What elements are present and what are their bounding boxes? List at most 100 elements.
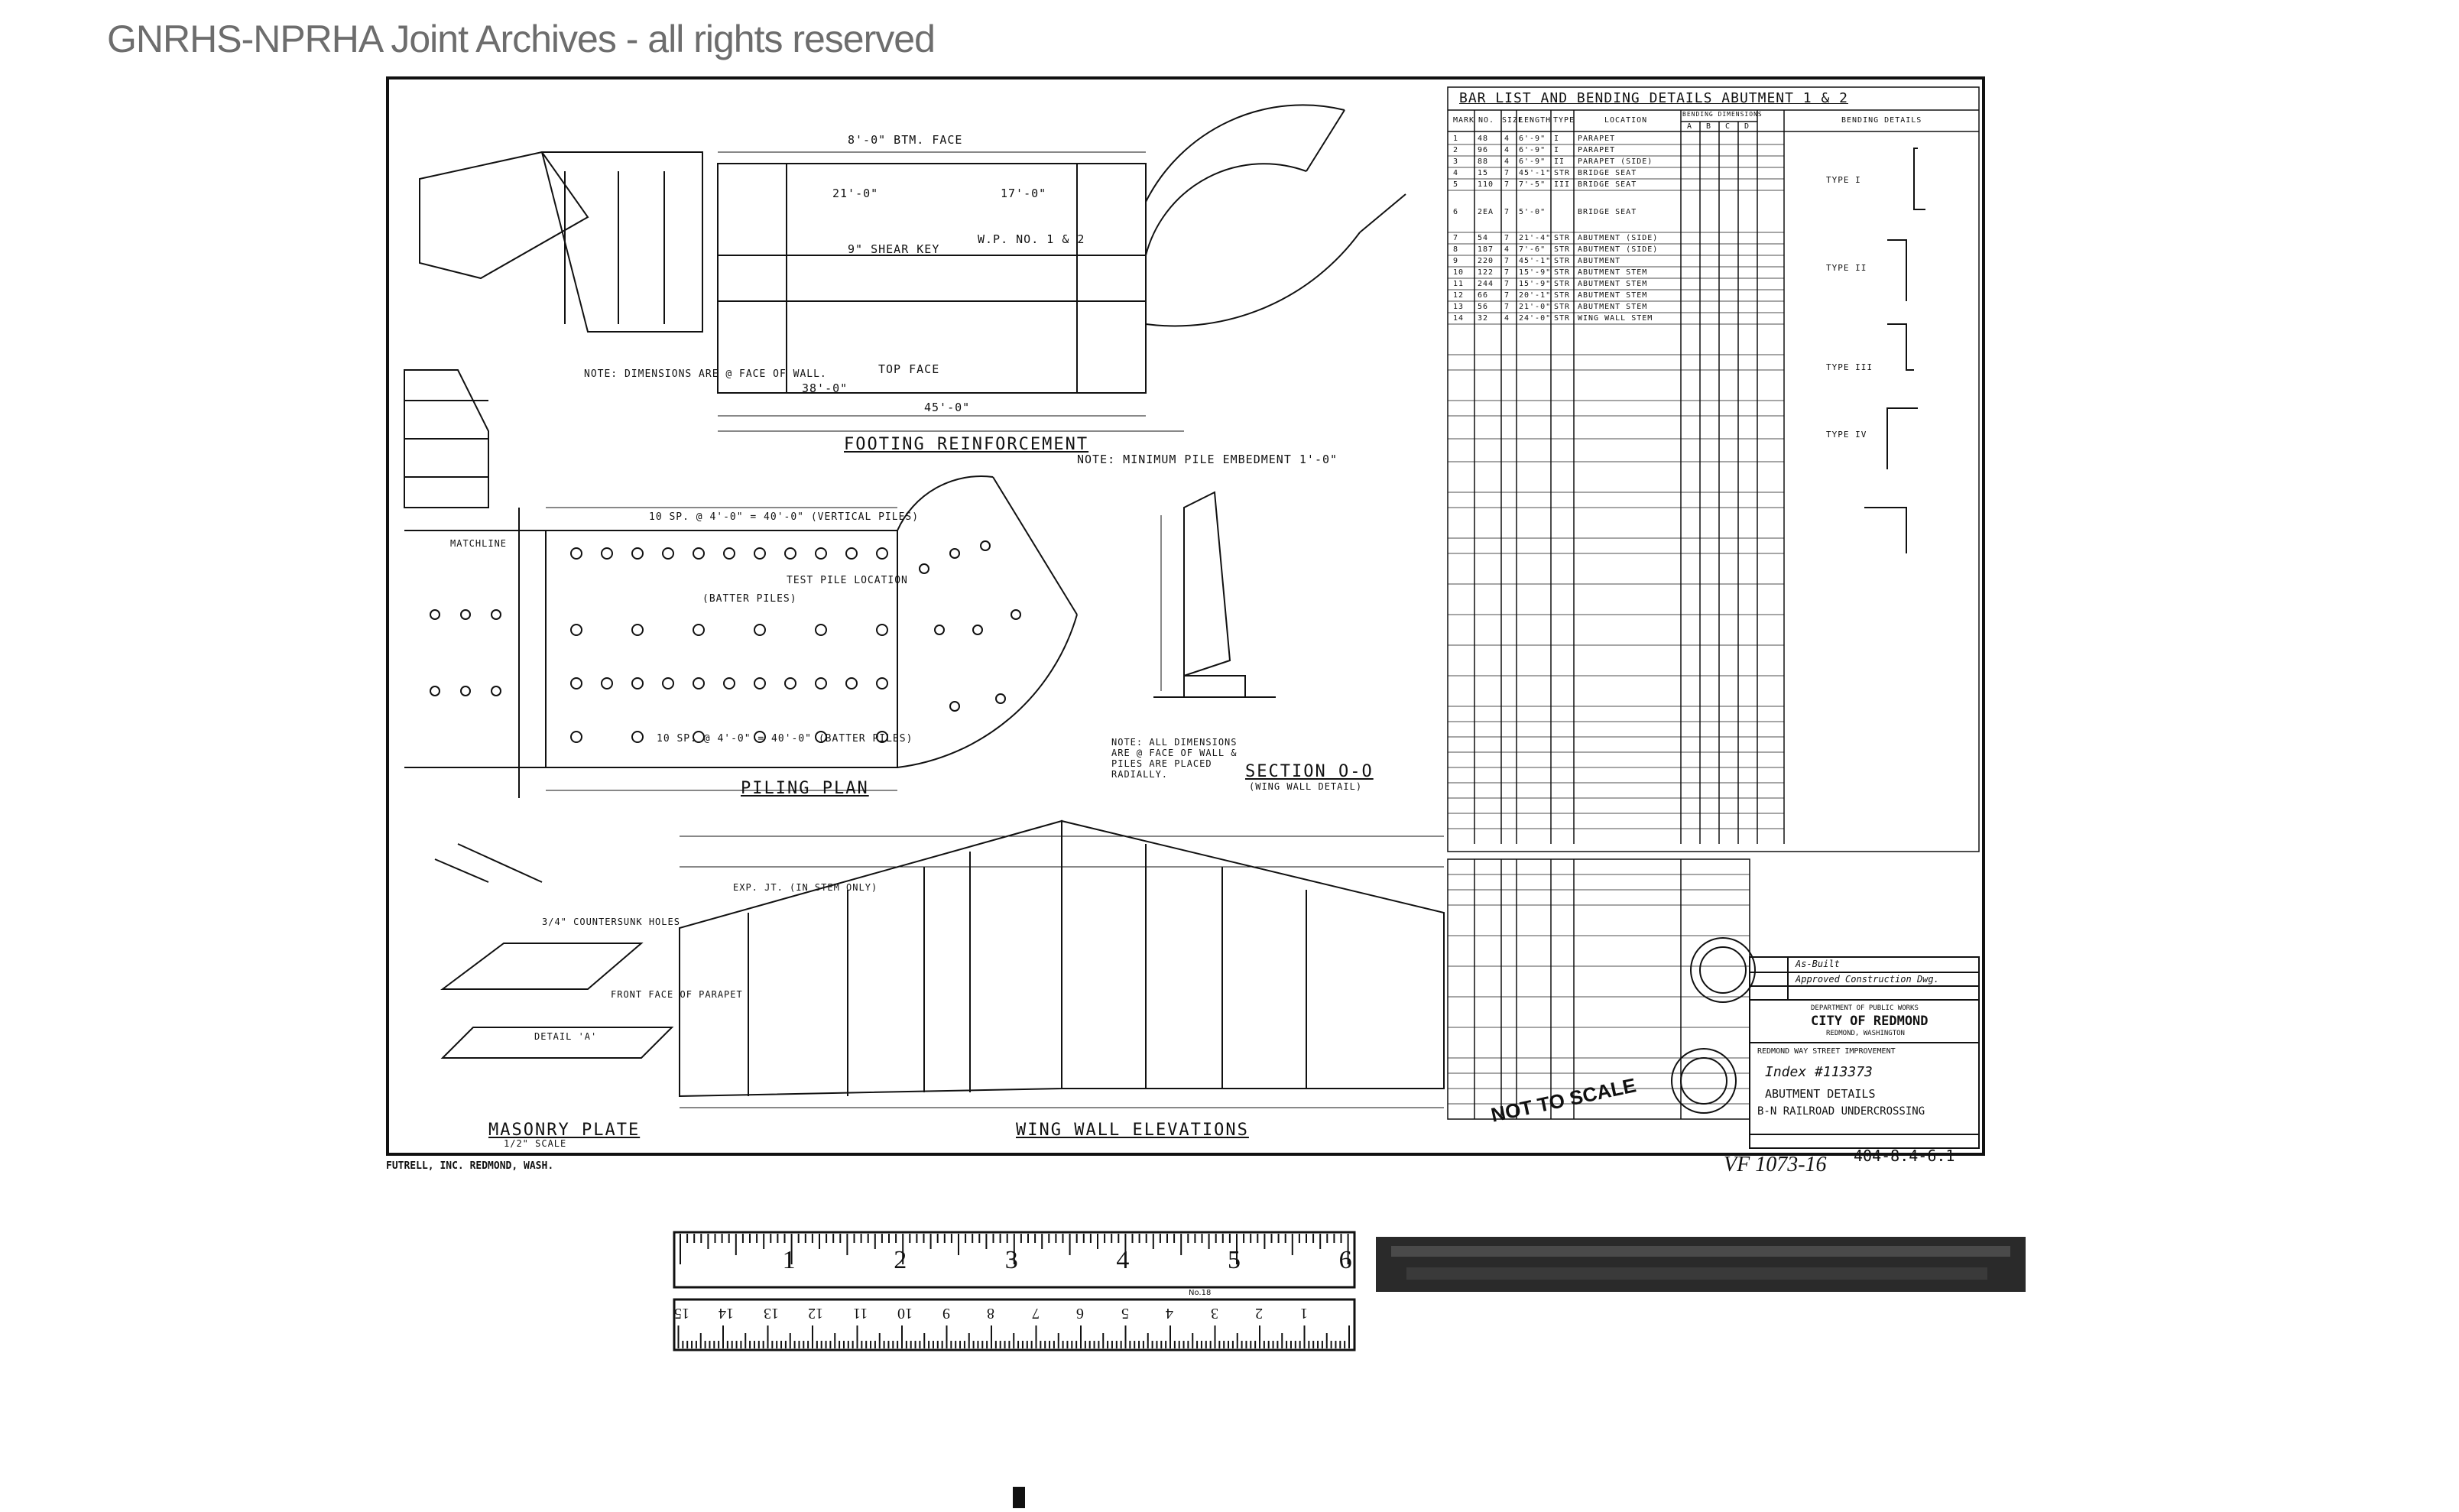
ruler-cm-label: 13: [763, 1305, 779, 1322]
bar-cell: 7: [1504, 257, 1510, 265]
bar-cell: 5: [1453, 180, 1459, 189]
bar-cell: 7: [1504, 180, 1510, 189]
ruler-cm-label: 2: [1255, 1305, 1263, 1322]
registration-mark: [1013, 1487, 1025, 1508]
dim-45: 45'-0": [924, 401, 971, 414]
bar-cell: 4: [1504, 146, 1510, 154]
bar-cell: 66: [1478, 291, 1489, 300]
bar-cell: 7: [1504, 303, 1510, 311]
ruler-cm-label: 4: [1166, 1305, 1173, 1322]
dim-38: 38'-0": [802, 381, 848, 395]
bar-cell: PARAPET: [1578, 135, 1616, 143]
bar-cell: PARAPET: [1578, 146, 1616, 154]
type-1-label: TYPE I: [1826, 175, 1861, 185]
bar-cell: ABUTMENT STEM: [1578, 280, 1648, 288]
type-4-label: TYPE IV: [1826, 430, 1867, 440]
wp-label: W.P. NO. 1 & 2: [978, 232, 1085, 246]
footing-title: FOOTING REINFORCEMENT: [844, 435, 1089, 454]
ruler-model: No.18: [1189, 1289, 1212, 1297]
ruler-inch-label: 6: [1338, 1246, 1352, 1274]
section-subtitle: (WING WALL DETAIL): [1249, 781, 1363, 792]
bar-cell: 6'-9": [1519, 135, 1546, 143]
masonry-title: MASONRY PLATE: [488, 1121, 641, 1140]
wing-title: WING WALL ELEVATIONS: [1016, 1121, 1249, 1140]
ruler-cm-label: 9: [942, 1305, 950, 1322]
bar-cell: WING WALL STEM: [1578, 314, 1653, 323]
bar-cell: 14: [1453, 314, 1465, 323]
bar-cell: 21'-0": [1519, 303, 1552, 311]
bar-cell: 110: [1478, 180, 1494, 189]
batter-piles-row: 10 SP. @ 4'-0" = 40'-0" (BATTER PILES): [657, 733, 913, 745]
redacted-text-strip: [1376, 1232, 2026, 1301]
footing-note: NOTE: MINIMUM PILE EMBEDMENT 1'-0": [1077, 453, 1338, 466]
dim-21: 21'-0": [832, 187, 879, 200]
dim-top-face: 8'-0" BTM. FACE: [848, 133, 963, 147]
bar-cell: 10: [1453, 268, 1465, 277]
bar-cell: STR: [1554, 234, 1571, 242]
ruler-cm-label: 12: [808, 1305, 823, 1322]
bar-cell: 7'-6": [1519, 245, 1546, 254]
engineer-seals: [1671, 937, 1756, 1114]
bar-cell: 4: [1504, 157, 1510, 166]
left-detail: [404, 369, 489, 508]
bar-cell: 6: [1453, 208, 1459, 216]
bar-cell: 45'-1": [1519, 257, 1552, 265]
ruler-cm-label: 8: [987, 1305, 994, 1322]
sheet-title: ABUTMENT DETAILS: [1765, 1087, 1876, 1101]
exp-jt-label: EXP. JT. (IN STEM ONLY): [733, 882, 878, 893]
bending-sketches: [1864, 148, 1925, 553]
ruler-cm-label: 15: [673, 1305, 689, 1322]
ruler-cm-label: 5: [1121, 1305, 1129, 1322]
bar-cell: 7: [1504, 268, 1510, 277]
bar-cell: 220: [1478, 257, 1494, 265]
bar-cell: STR: [1554, 303, 1571, 311]
bar-cell: ABUTMENT: [1578, 257, 1621, 265]
bar-cell: 32: [1478, 314, 1489, 323]
bar-cell: ABUTMENT STEM: [1578, 291, 1648, 300]
bar-cell: 7'-5": [1519, 180, 1546, 189]
bar-cell: 7: [1504, 208, 1510, 216]
piling-title: PILING PLAN: [741, 779, 869, 798]
detail-a-label: DETAIL 'A': [534, 1031, 598, 1042]
bar-cell: 21'-4": [1519, 234, 1552, 242]
project-label: REDMOND WAY STREET IMPROVEMENT: [1757, 1047, 1896, 1056]
bar-cell: 88: [1478, 157, 1489, 166]
bar-cell: 6'-9": [1519, 157, 1546, 166]
drawing-linework: [404, 86, 1980, 1149]
bar-cell: 4: [1453, 169, 1459, 177]
bar-cell: ABUTMENT STEM: [1578, 303, 1648, 311]
ruler-cm-label: 7: [1031, 1305, 1040, 1322]
bar-cell: BRIDGE SEAT: [1578, 208, 1637, 216]
type-3-label: TYPE III: [1826, 362, 1873, 372]
countersunk-label: 3/4" COUNTERSUNK HOLES: [542, 917, 680, 927]
bar-list-rows: [1448, 144, 1784, 829]
bar-cell: 3: [1453, 157, 1459, 166]
test-pile-label: TEST PILE LOCATION: [787, 575, 908, 586]
masonry-subtitle: 1/2" SCALE: [504, 1138, 567, 1149]
dim-17: 17'-0": [1001, 187, 1047, 200]
bar-cell: 96: [1478, 146, 1489, 154]
wing-elevation-left: [679, 819, 1062, 1098]
bar-cell: STR: [1554, 257, 1571, 265]
wing-elevation-right: [1061, 819, 1445, 1089]
bar-cell: STR: [1554, 314, 1571, 323]
ruler-inch-label: 5: [1228, 1246, 1241, 1274]
ruler-inch-label: 4: [1116, 1246, 1130, 1274]
matchline-label: MATCHLINE: [450, 538, 508, 549]
vertical-piles-label: 10 SP. @ 4'-0" = 40'-0" (VERTICAL PILES): [649, 511, 920, 523]
bar-cell: STR: [1554, 280, 1571, 288]
bar-header-c: C: [1725, 122, 1731, 131]
bar-cell: PARAPET (SIDE): [1578, 157, 1653, 166]
bar-cell: 7: [1504, 169, 1510, 177]
bar-header-bending-dims: BENDING DIMENSIONS: [1682, 111, 1763, 118]
index-label: Index #113373: [1765, 1064, 1873, 1080]
ruler-inch-label: 2: [894, 1246, 907, 1274]
bar-header-location: LOCATION: [1604, 116, 1648, 125]
section-title: SECTION O-O: [1245, 762, 1374, 781]
bar-cell: 15'-9": [1519, 268, 1552, 277]
bar-cell: 244: [1478, 280, 1494, 288]
piling-note: NOTE: ALL DIMENSIONS ARE @ FACE OF WALL …: [1111, 737, 1238, 780]
bar-cell: 56: [1478, 303, 1489, 311]
department-label: DEPARTMENT OF PUBLIC WORKS: [1811, 1004, 1919, 1012]
